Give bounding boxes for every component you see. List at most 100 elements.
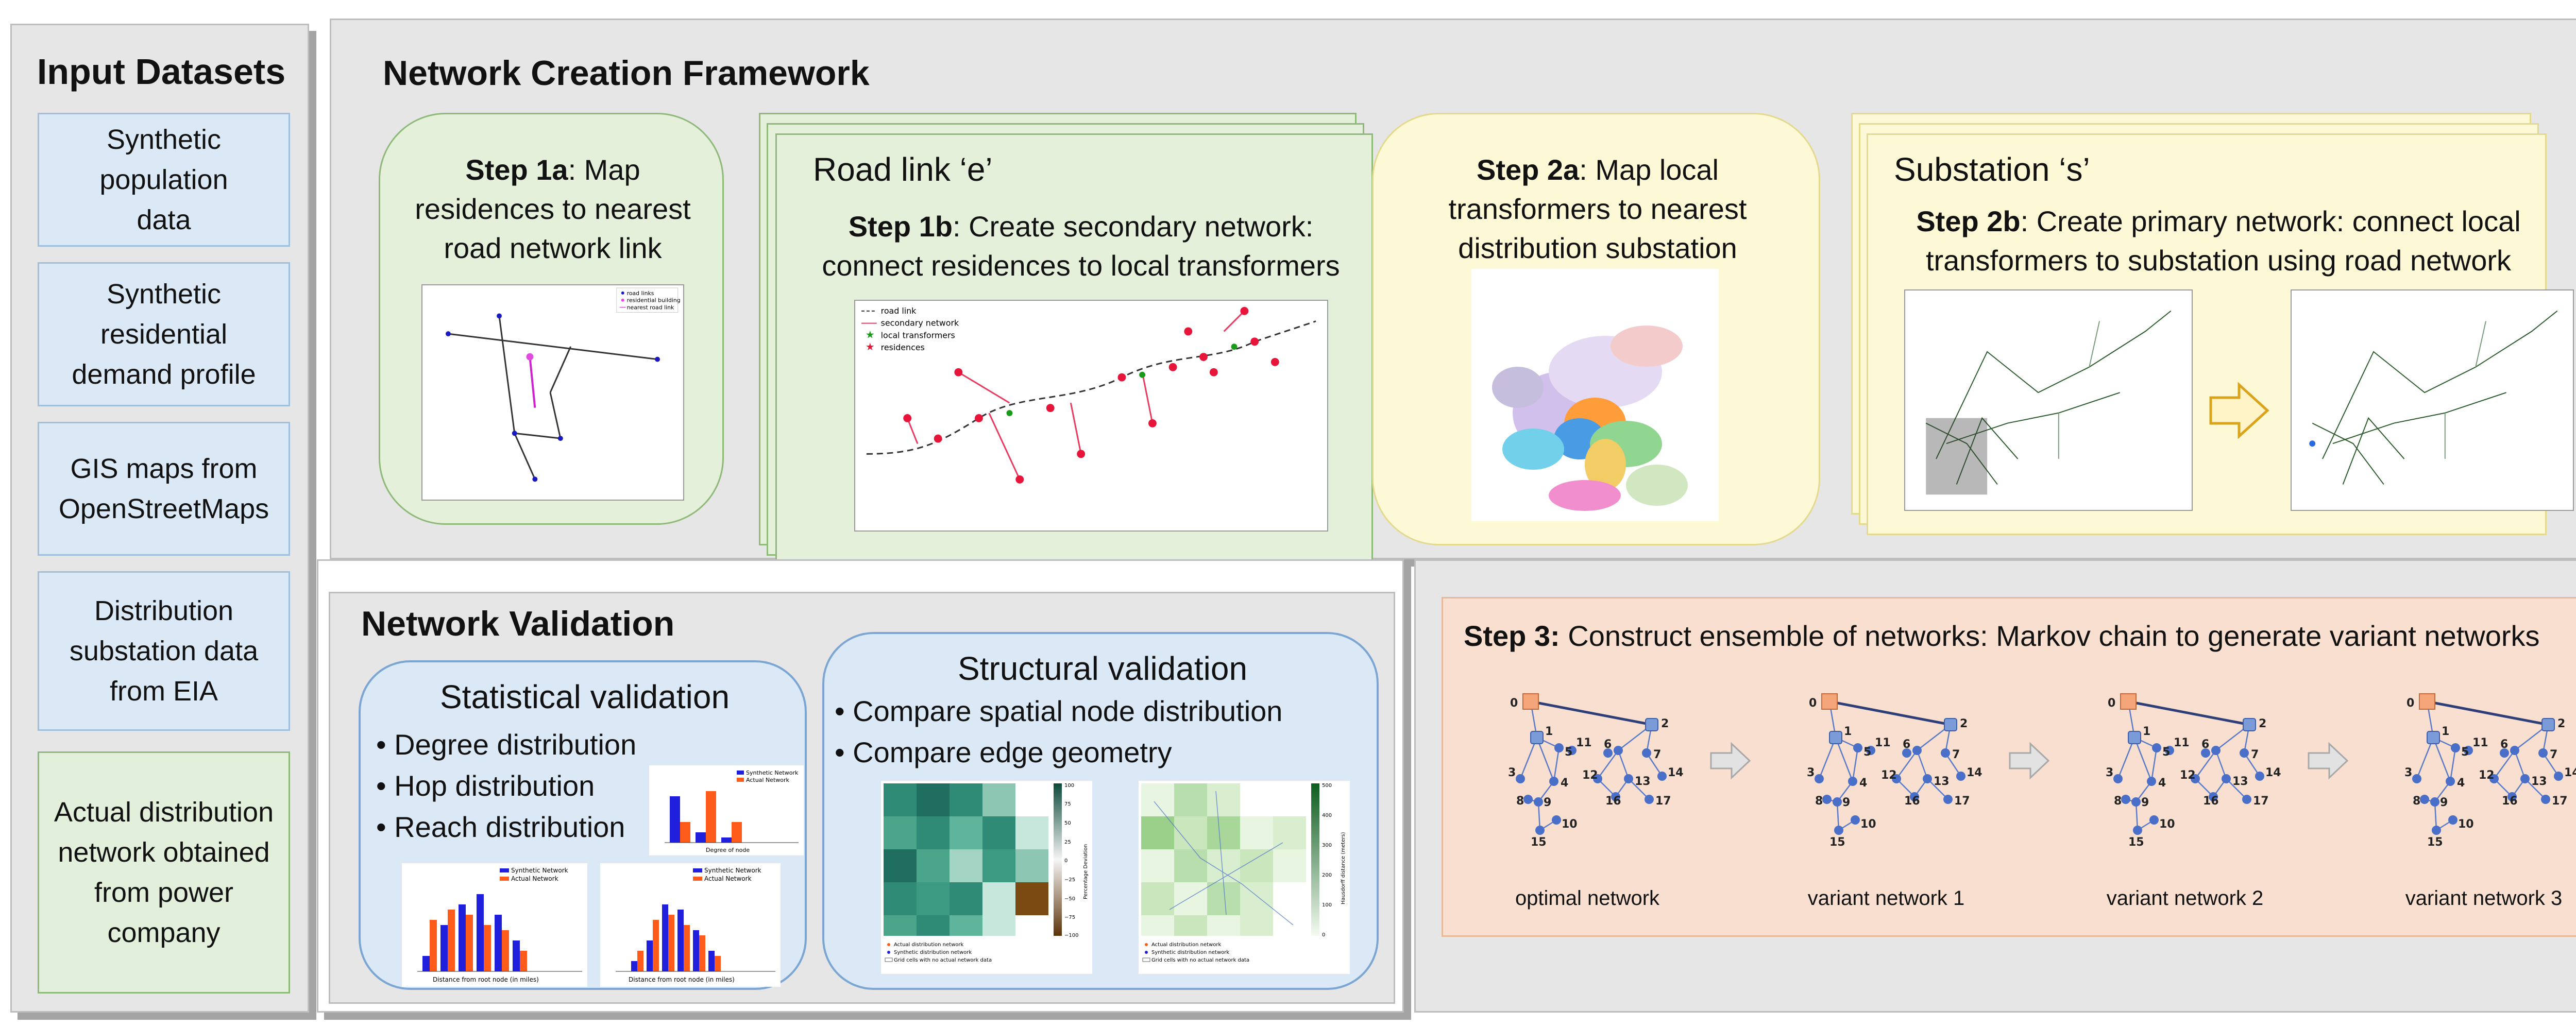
colorbar2-tick: 0 bbox=[1322, 932, 1325, 938]
input-datasets-title: Input Datasets bbox=[37, 52, 286, 92]
input-item-label: Actual distribution network obtained fro… bbox=[54, 797, 274, 948]
statistical-validation-title: Statistical validation bbox=[439, 678, 730, 715]
node-label: 3 bbox=[2106, 766, 2113, 779]
step2b-arrow-icon bbox=[2209, 382, 2269, 439]
edge-legend-actual: Actual distribution network bbox=[1151, 942, 1221, 948]
step2b-network-after bbox=[2291, 289, 2574, 511]
degree-xlabel: Degree of node bbox=[706, 847, 750, 853]
node-label: 9 bbox=[2440, 796, 2448, 809]
node-label: 1 bbox=[1545, 725, 1553, 738]
node-label: 3 bbox=[2404, 766, 2412, 779]
node-label: 0 bbox=[1809, 697, 1817, 710]
legend-residences: residences bbox=[881, 343, 925, 352]
node-label: 14 bbox=[2265, 766, 2281, 779]
network-creation-panel: Network Creation Framework Step 1a: Map … bbox=[330, 19, 2576, 566]
network-optimal bbox=[1516, 694, 1667, 835]
node-label: 11 bbox=[1576, 737, 1592, 749]
degree-legend-actual: Actual Network bbox=[746, 777, 790, 783]
node-label: 2 bbox=[1960, 717, 1968, 730]
node-label: 5 bbox=[1863, 746, 1871, 759]
edge-legend-nodata: Grid cells with no actual network data bbox=[1151, 957, 1249, 963]
input-item-label: Synthetic population data bbox=[99, 124, 228, 235]
node-label: 5 bbox=[2461, 746, 2469, 759]
network-variant-3 bbox=[2412, 694, 2563, 835]
node-label: 14 bbox=[1967, 766, 1982, 779]
colorbar1-tick: −100 bbox=[1064, 933, 1078, 938]
node-label: 11 bbox=[2174, 737, 2190, 749]
step3-networks: 0 1 2 3 4 5 6 7 8 9 10 11 12 13 14 15 16 bbox=[1508, 676, 2576, 849]
colorbar1-tick: 75 bbox=[1064, 801, 1071, 807]
input-item-substation-data: Distribution substation data from EIA bbox=[38, 571, 290, 731]
node-label: 16 bbox=[1904, 795, 1920, 808]
node-label: 14 bbox=[1668, 766, 1684, 779]
input-datasets-panel: Input Datasets Synthetic population data… bbox=[10, 24, 309, 1013]
network-validation-title: Network Validation bbox=[361, 604, 675, 643]
step1a-description: : Map residences to nearest road network… bbox=[415, 153, 691, 264]
node-label: 1 bbox=[2442, 725, 2449, 738]
colorbar1-tick: −50 bbox=[1064, 896, 1075, 902]
node-label: 7 bbox=[2251, 748, 2259, 761]
hop-xlabel: Distance from root node (in miles) bbox=[433, 976, 539, 983]
step2a-text: Step 2a: Map local transformers to neare… bbox=[1404, 150, 1791, 268]
node-label: 10 bbox=[2159, 818, 2175, 831]
svg-text:★: ★ bbox=[866, 341, 875, 353]
bullet-hop: • Hop distribution bbox=[376, 769, 595, 802]
colorbar1-tick: 0 bbox=[1064, 858, 1067, 864]
node-label: 4 bbox=[2158, 777, 2166, 790]
colorbar2-tick: 300 bbox=[1322, 843, 1332, 848]
node-label: 2 bbox=[2557, 717, 2565, 730]
input-item-population: Synthetic population data bbox=[38, 113, 290, 247]
edge-legend: Actual distribution network Synthetic di… bbox=[1142, 942, 1249, 963]
node-label: 3 bbox=[1807, 766, 1815, 779]
statistical-bullets: • Degree distribution • Hop distribution… bbox=[376, 724, 636, 848]
node-label: 14 bbox=[2564, 766, 2576, 779]
caption-variant-1: variant network 1 bbox=[1807, 887, 1965, 910]
node-label: 12 bbox=[1582, 769, 1598, 782]
network-creation-title: Network Creation Framework bbox=[383, 54, 870, 93]
legend-residential: residential building bbox=[627, 297, 681, 304]
node-label: 15 bbox=[1829, 836, 1845, 849]
step1a-road-map: road links residential building nearest … bbox=[421, 284, 684, 501]
reach-legend-synthetic: Synthetic Network bbox=[704, 867, 761, 874]
node-label: 17 bbox=[1954, 795, 1970, 808]
colorbar1-tick: 100 bbox=[1064, 783, 1074, 789]
node-label: 0 bbox=[2108, 697, 2115, 710]
legend-local-transformers: local transformers bbox=[881, 330, 955, 340]
bullet-degree-text: Degree distribution bbox=[394, 728, 637, 761]
spatial-deviation-map: 100 75 50 25 0 −25 −50 −75 −100 Percenta… bbox=[881, 781, 1092, 974]
arrow-icon bbox=[2009, 742, 2050, 780]
degree-legend-synthetic: Synthetic Network bbox=[746, 769, 799, 776]
network-validation-panel: Network Validation Statistical validatio… bbox=[317, 559, 1404, 1013]
node-label: 9 bbox=[1842, 796, 1850, 809]
node-label: 17 bbox=[1655, 795, 1671, 808]
structural-bullets: • Compare spatial node distribution • Co… bbox=[835, 691, 1282, 773]
structural-validation-title: Structural validation bbox=[957, 650, 1248, 687]
node-label: 4 bbox=[2457, 777, 2465, 790]
reach-legend: Synthetic Network Actual Network bbox=[693, 867, 761, 882]
bullet-degree: • Degree distribution bbox=[376, 728, 637, 761]
step2a-substation-map bbox=[1471, 269, 1719, 521]
node-label: 6 bbox=[2201, 738, 2209, 751]
step3-description: Construct ensemble of networks: Markov c… bbox=[1560, 620, 2540, 652]
reach-legend-actual: Actual Network bbox=[704, 875, 752, 882]
colorbar2-tick: 200 bbox=[1322, 872, 1332, 878]
spatial-legend-actual: Actual distribution network bbox=[894, 942, 963, 948]
node-label: 5 bbox=[2162, 746, 2170, 759]
node-label: 12 bbox=[2180, 769, 2196, 782]
legend-nearest: nearest road link bbox=[627, 304, 674, 311]
step1b-card: Road link ‘e’ Step 1b: Create secondary … bbox=[775, 133, 1373, 566]
legend-secondary-network: secondary network bbox=[881, 318, 959, 328]
node-label: 6 bbox=[1604, 738, 1612, 751]
node-label: 0 bbox=[1510, 697, 1518, 710]
bullet-hop-text: Hop distribution bbox=[394, 769, 595, 802]
substation-label: Substation ‘s’ bbox=[1894, 151, 2090, 188]
step1b-secondary-network-plot: road link secondary network ★local trans… bbox=[854, 300, 1328, 532]
step3-title: Step 3: Construct ensemble of networks: … bbox=[1464, 619, 2540, 653]
node-label: 12 bbox=[2479, 769, 2495, 782]
colorbar2-label: Hausdorff distance (meters) bbox=[1341, 832, 1346, 904]
step2b-card: Substation ‘s’ Step 2b: Create primary n… bbox=[1867, 133, 2574, 535]
hop-legend-actual: Actual Network bbox=[511, 875, 558, 882]
bullet-edge-text: Compare edge geometry bbox=[853, 736, 1172, 768]
reach-histogram: Synthetic Network Actual Network Distanc… bbox=[600, 863, 781, 987]
degree-histogram: Synthetic Network Actual Network Degree … bbox=[649, 765, 804, 855]
